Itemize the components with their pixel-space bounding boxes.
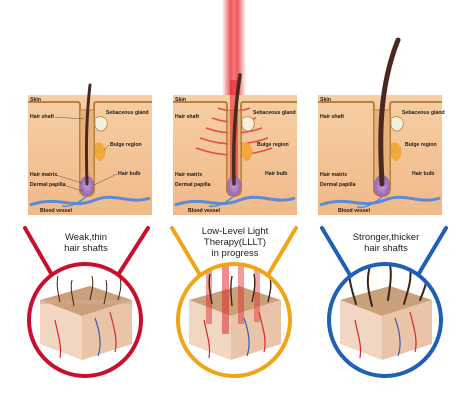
panel-during: Skin Hair shaft Sebaceous gland Bulge re… xyxy=(173,0,297,215)
laser-rays xyxy=(206,264,260,334)
label-bulge-region: Bulge region xyxy=(257,142,289,148)
label-sebaceous-gland: Sebaceous gland xyxy=(402,110,445,116)
bulge-region xyxy=(94,142,106,161)
skin-block-side xyxy=(231,300,281,360)
caption-during-line2: Therapy(LLLT) xyxy=(203,237,267,248)
magnifier-during xyxy=(176,262,292,378)
label-skin: Skin xyxy=(320,97,331,103)
sebaceous-gland xyxy=(94,116,108,132)
label-hair-shaft: Hair shaft xyxy=(320,114,344,120)
label-sebaceous-gland: Sebaceous gland xyxy=(253,110,296,116)
label-hair-bulb: Hair bulb xyxy=(118,171,140,177)
thin-hairs xyxy=(56,275,122,307)
skin-block-side xyxy=(382,300,432,360)
leader-hair-matrix xyxy=(55,174,83,184)
label-hair-shaft: Hair shaft xyxy=(30,114,54,120)
epidermis-band xyxy=(40,300,132,304)
magnifier-after xyxy=(327,262,443,378)
hair-bulb xyxy=(80,176,94,196)
blood-vessel-branch xyxy=(61,195,88,208)
panel-before: Skin Hair shaft Sebaceous gland Bulge re… xyxy=(28,83,152,215)
label-hair-matrix: Hair matrix xyxy=(175,172,202,178)
blood-vessel xyxy=(174,195,296,207)
label-sebaceous-gland: Sebaceous gland xyxy=(106,110,149,116)
caption-during-line1: Low-Level Light xyxy=(201,226,269,237)
hair-shaft xyxy=(378,37,401,187)
bulge-region xyxy=(241,142,253,161)
caption-after-line1: Stronger,thicker xyxy=(352,232,420,243)
skin-block-front xyxy=(340,300,382,360)
label-skin: Skin xyxy=(175,97,186,103)
connector-during xyxy=(170,226,298,277)
magnifier-ring xyxy=(176,262,292,378)
leader-dermal-papilla xyxy=(62,184,84,192)
label-hair-bulb: Hair bulb xyxy=(265,171,287,177)
blood-vessel-branch xyxy=(356,196,383,209)
funnel-connectors xyxy=(23,226,448,277)
label-hair-matrix: Hair matrix xyxy=(320,172,347,178)
caption-before: Weak,thin hair shafts xyxy=(48,232,124,254)
blood-vessel xyxy=(29,195,151,207)
leader-hair-shaft xyxy=(54,116,85,120)
skin-block-top xyxy=(340,286,432,316)
label-dermal-papilla: Dermal papilla xyxy=(320,182,356,188)
label-hair-bulb: Hair bulb xyxy=(412,171,434,177)
vessels xyxy=(203,311,266,359)
skin-block-front xyxy=(189,300,231,360)
connector-after xyxy=(320,226,448,277)
label-bulge-region: Bulge region xyxy=(110,142,142,148)
blood-vessel xyxy=(319,195,441,207)
skin-block-top xyxy=(189,286,281,316)
magnifier-ring xyxy=(327,262,443,378)
label-blood-vessel: Blood vessel xyxy=(338,208,371,214)
caption-before-line2: hair shafts xyxy=(64,243,108,254)
label-blood-vessel: Blood vessel xyxy=(188,208,221,214)
label-dermal-papilla: Dermal papilla xyxy=(30,182,66,188)
connector-before xyxy=(23,226,150,277)
bulge-region xyxy=(390,142,402,161)
sebaceous-gland xyxy=(241,116,255,132)
leader-bulge xyxy=(103,144,110,151)
caption-before-line1: Weak,thin xyxy=(64,232,108,243)
blood-vessel-branch xyxy=(208,195,235,208)
sebaceous-gland xyxy=(390,116,404,132)
hair-bulb xyxy=(227,176,241,196)
skin-block-front xyxy=(40,300,82,360)
label-dermal-papilla: Dermal papilla xyxy=(175,182,211,188)
leader-hair-bulb xyxy=(93,173,118,186)
magnifier-before xyxy=(27,262,143,378)
caption-after-line2: hair shafts xyxy=(364,243,408,254)
label-blood-vessel: Blood vessel xyxy=(40,208,73,214)
label-hair-shaft: Hair shaft xyxy=(175,114,199,120)
vessels xyxy=(354,311,417,359)
panel-after: Skin Hair shaft Sebaceous gland Bulge re… xyxy=(318,37,445,215)
caption-during: Low-Level Light Therapy(LLLT) in progres… xyxy=(190,226,280,259)
label-bulge-region: Bulge region xyxy=(405,142,437,148)
hair-shaft xyxy=(231,73,242,186)
label-skin: Skin xyxy=(30,97,41,103)
hair-shaft xyxy=(84,83,92,186)
vessels xyxy=(54,311,117,359)
label-hair-matrix: Hair matrix xyxy=(30,172,57,178)
magnifier-ring xyxy=(27,262,143,378)
caption-during-line3: in progress xyxy=(211,248,259,259)
caption-after: Stronger,thicker hair shafts xyxy=(344,232,428,254)
skin-block-side xyxy=(82,300,132,360)
